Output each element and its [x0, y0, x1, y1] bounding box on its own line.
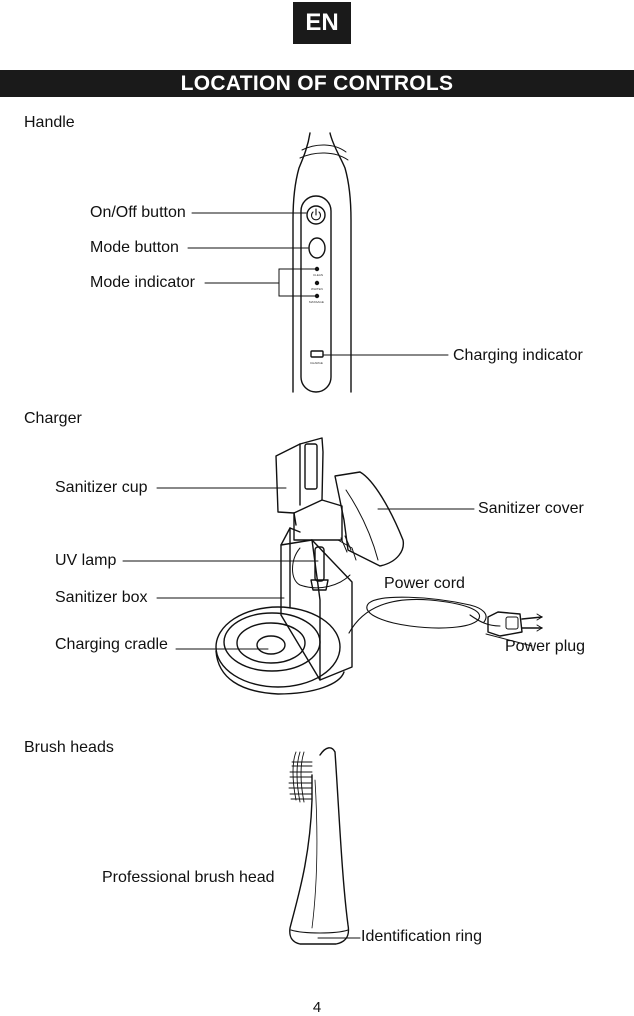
label-professional-brush-head: Professional brush head [102, 869, 275, 886]
mode-button-drawing [308, 237, 326, 259]
label-power-cord: Power cord [384, 575, 465, 592]
label-identification-ring: Identification ring [361, 928, 482, 945]
toothbrush-handle-drawing [292, 132, 352, 393]
mode-whiten-text: WHITEN [311, 287, 323, 291]
charger-leader-lines [122, 487, 533, 650]
charge-text: CHARGE [310, 361, 323, 365]
handle-leader-lines [187, 212, 449, 356]
label-charging-indicator: Charging indicator [453, 347, 583, 364]
charge-indicator-drawing [310, 350, 324, 358]
label-mode-button: Mode button [90, 239, 179, 256]
label-on-off-button: On/Off button [90, 204, 186, 221]
uv-lamp-drawing [314, 546, 325, 582]
sanitizer-cup-drawing [275, 437, 324, 514]
charger-drawing [215, 437, 543, 695]
label-sanitizer-cup: Sanitizer cup [55, 479, 148, 496]
brush-head-drawing [288, 747, 350, 945]
section-title-charger: Charger [24, 410, 82, 427]
sanitizer-cover-drawing [334, 471, 405, 567]
label-uv-lamp: UV lamp [55, 552, 117, 569]
label-power-plug: Power plug [505, 638, 586, 655]
bristles-drawing [288, 751, 313, 803]
power-plug-drawing [487, 611, 523, 637]
label-charging-cradle: Charging cradle [55, 636, 168, 653]
mode-clean-text: CLEAN [313, 273, 323, 277]
page-number: 4 [312, 999, 322, 1016]
label-sanitizer-cover: Sanitizer cover [478, 500, 584, 517]
power-cord-drawing [348, 596, 487, 634]
label-sanitizer-box: Sanitizer box [55, 589, 148, 606]
section-title-handle: Handle [24, 114, 75, 131]
language-badge: EN [293, 2, 351, 44]
mode-massage-text: MASSAGE [309, 300, 324, 304]
on-off-button-drawing [306, 205, 326, 225]
page-title: LOCATION OF CONTROLS [0, 70, 634, 97]
section-title-brush-heads: Brush heads [24, 739, 114, 756]
label-mode-indicator: Mode indicator [90, 274, 195, 291]
